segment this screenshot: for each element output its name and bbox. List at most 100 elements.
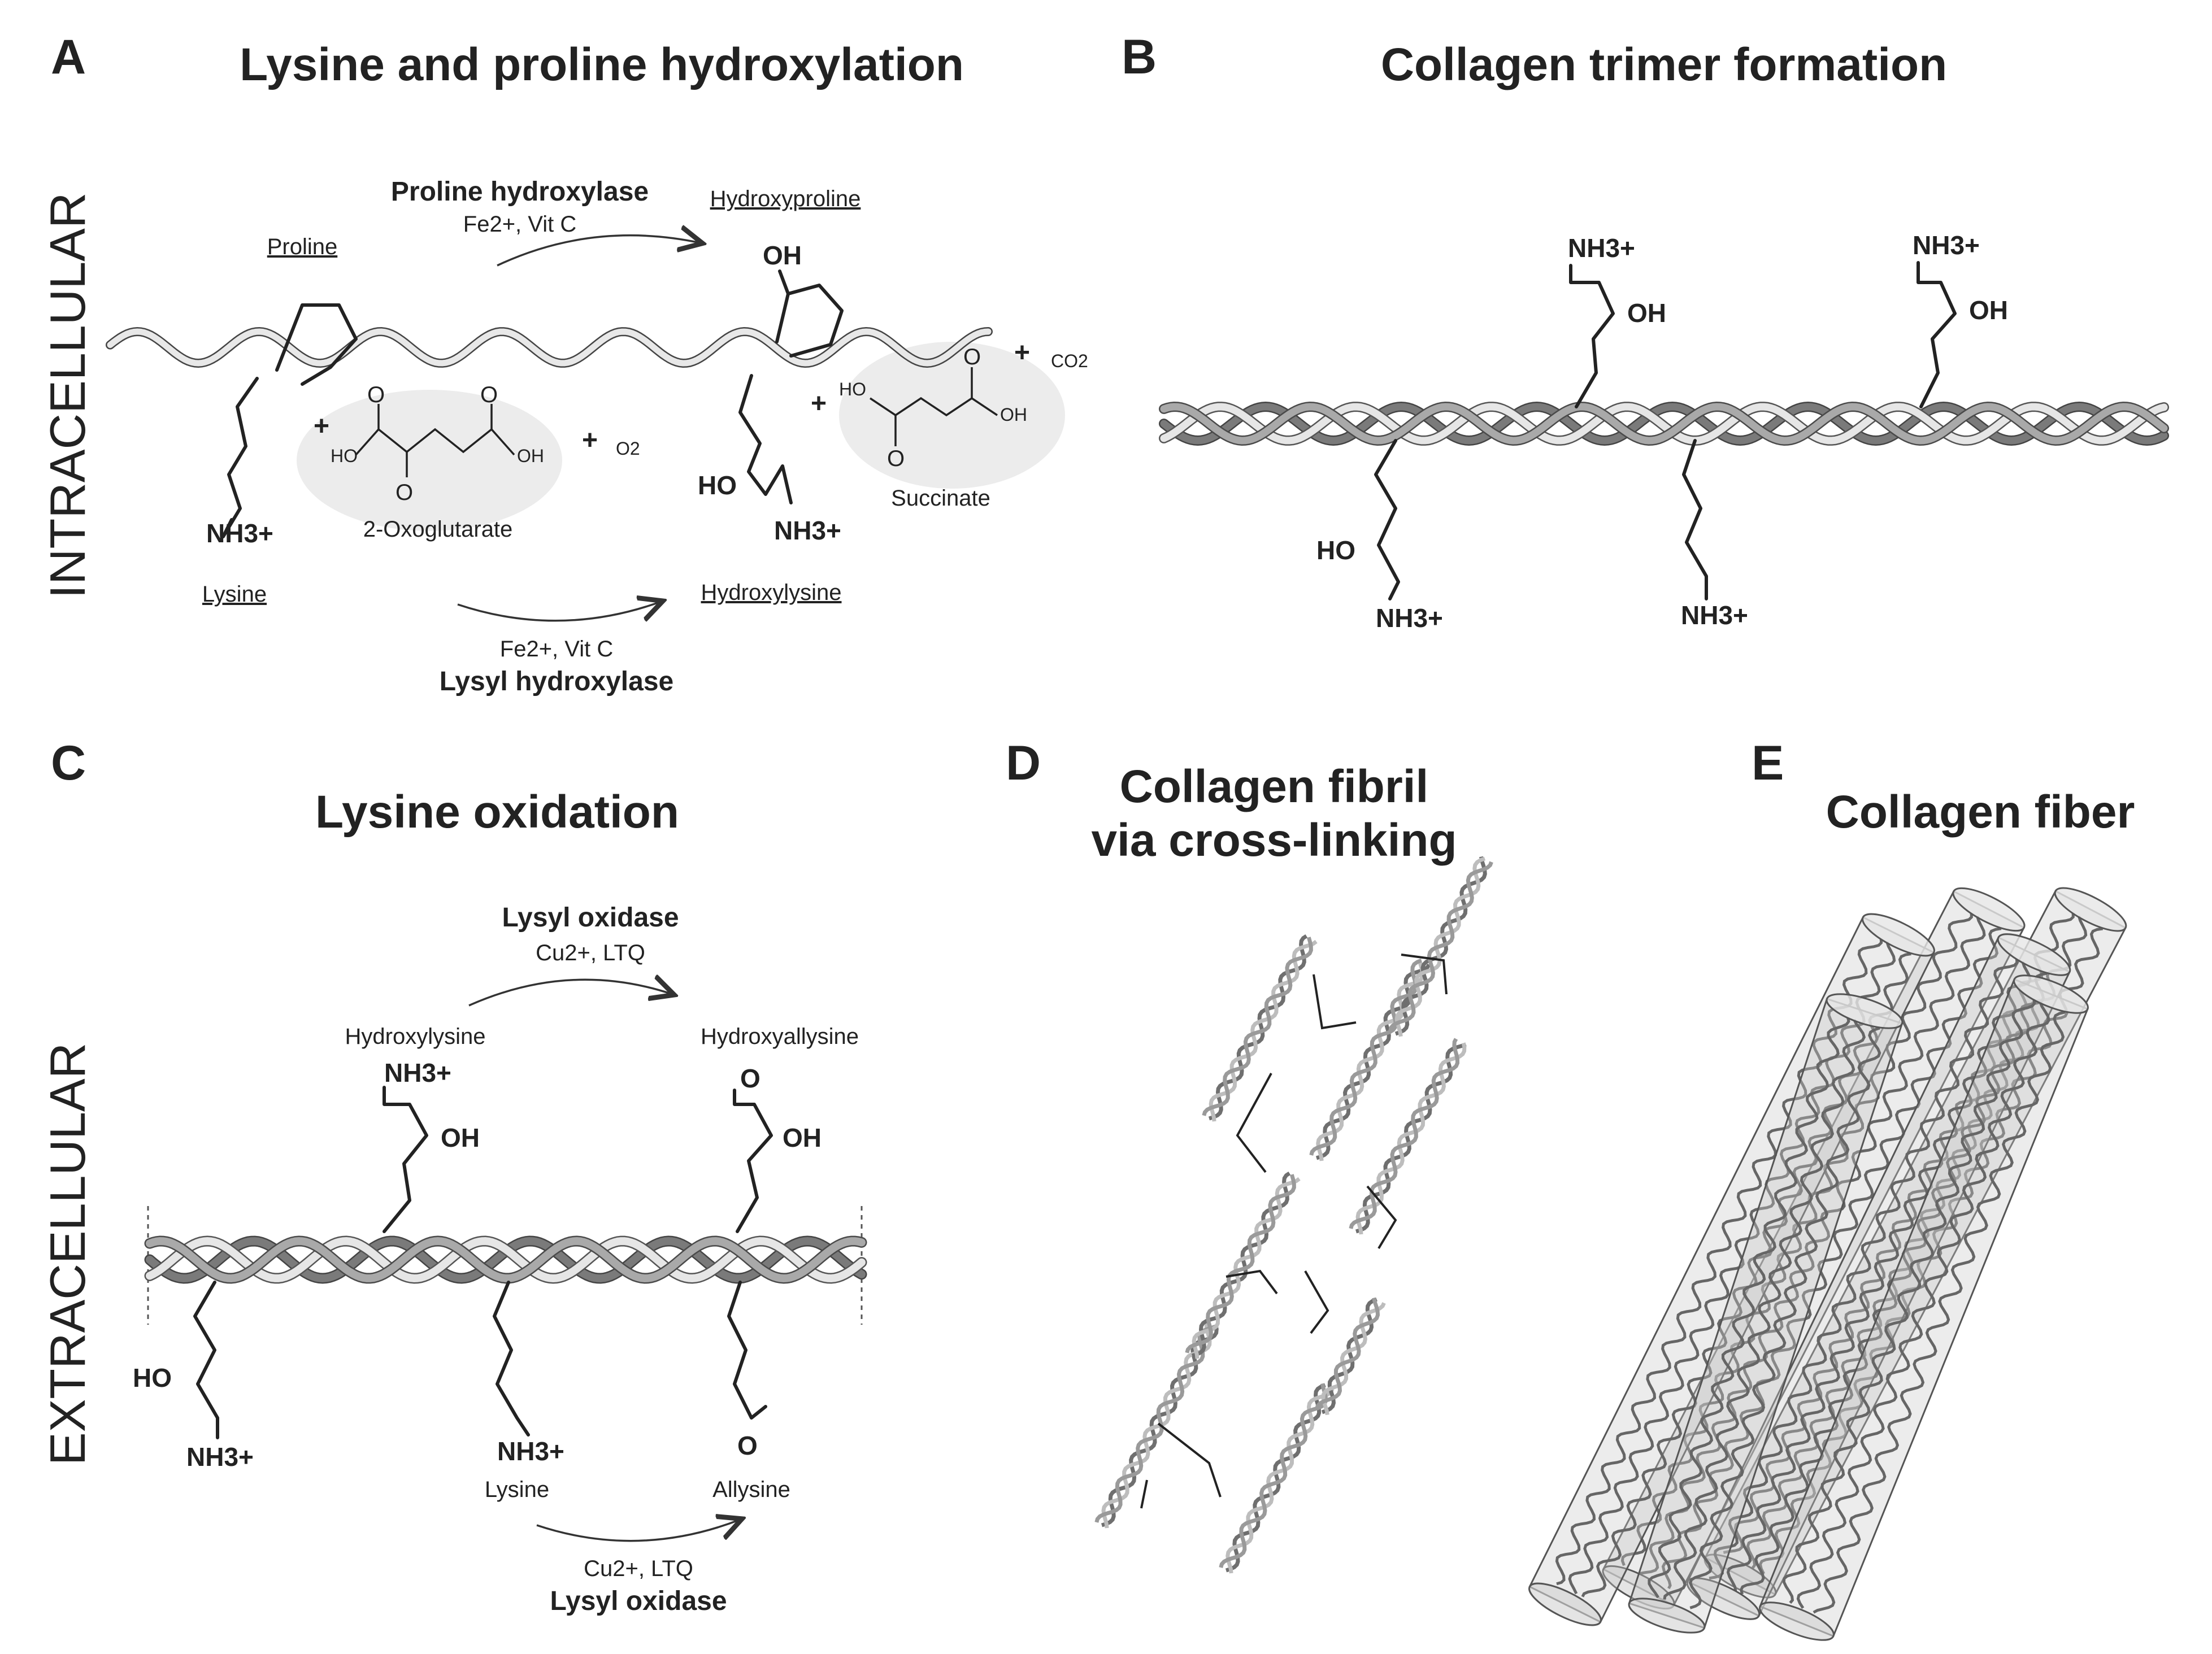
- hydroxyallysine-chain-up: [733, 1089, 773, 1233]
- panel-a-letter: A: [51, 30, 86, 84]
- panel-e-title: Collagen fiber: [1826, 786, 2135, 838]
- lysyl-oxidase-bottom-label: Lysyl oxidase: [550, 1586, 727, 1616]
- cylinder-top: [1997, 933, 2071, 976]
- lysine-c-label: Lysine: [485, 1477, 549, 1502]
- lysyl-oxidase-bottom-cofactors: Cu2+, LTQ: [584, 1556, 693, 1581]
- oxoglutarate-carbonyls: [377, 404, 493, 477]
- oxoglutarate-ho: HO: [331, 446, 358, 466]
- lysine-nh3: NH3+: [206, 519, 273, 548]
- c-nh3-2: NH3+: [186, 1442, 254, 1472]
- fibril-helix: [1388, 856, 1493, 1037]
- plus-4: +: [1014, 338, 1030, 368]
- cross-link: [1366, 1185, 1397, 1250]
- succinate-skeleton: [870, 397, 998, 417]
- hydroxyproline-oh: OH: [763, 241, 802, 270]
- fibril-strand: [1315, 1297, 1380, 1411]
- fibril-strand: [1321, 1302, 1386, 1416]
- cylinder-bottom: [1686, 1577, 1761, 1620]
- cross-link: [1140, 1479, 1148, 1509]
- cylinder-fibril: [1726, 961, 2032, 1591]
- cylinder-fibril: [1813, 1011, 2066, 1614]
- oxoglutarate-o1: O: [367, 382, 385, 407]
- succinate-ho: HO: [839, 379, 866, 399]
- panel-d-letter: D: [1006, 736, 1041, 790]
- fibril-strand: [1192, 1177, 1301, 1359]
- panel-e-letter: E: [1752, 736, 1784, 790]
- cylinder-top: [1862, 913, 1935, 957]
- fibril-strand: [1388, 861, 1493, 1031]
- fiber-cylinder: [1628, 993, 1904, 1634]
- oxidation-arrow-bottom: [536, 1520, 740, 1542]
- cylinder-fibril: [1555, 938, 1883, 1586]
- c-nh3-1: NH3+: [384, 1058, 451, 1087]
- b-nh3-2: NH3+: [1913, 230, 1980, 260]
- fibril-strand: [1185, 1174, 1296, 1353]
- lysyl-oxidase-top-label: Lysyl oxidase: [502, 903, 679, 933]
- proline-hydroxylase-label: Proline hydroxylase: [391, 177, 649, 207]
- fibril-helix: [1185, 1172, 1301, 1359]
- proline-label: Proline: [267, 234, 338, 259]
- proline-hydroxylation-arrow: [497, 236, 701, 267]
- cylinder-fibril: [1689, 1026, 1881, 1609]
- panel-c-title: Lysine oxidation: [315, 786, 679, 838]
- oxoglutarate-o3: O: [396, 480, 413, 505]
- side-chain-down-1: [1374, 439, 1400, 600]
- panel-a-title: Lysine and proline hydroxylation: [240, 39, 964, 90]
- collagen-triple-helix: [1159, 401, 2169, 446]
- b-oh-1: OH: [1627, 298, 1666, 328]
- hydroxylysine-side-chain: [738, 374, 793, 504]
- side-chain-up-2: [1917, 261, 1957, 408]
- collagen-fibril: [1094, 856, 1493, 1574]
- hydroxylysine-c-label: Hydroxylysine: [345, 1024, 486, 1049]
- strand-light: [146, 1237, 866, 1283]
- oxidation-arrow-top: [468, 980, 672, 1007]
- c-o-2: O: [737, 1431, 758, 1460]
- hydroxylysine-ho: HO: [698, 471, 737, 500]
- b-nh3-4: NH3+: [1681, 600, 1748, 630]
- oxoglutarate-background: [297, 390, 562, 531]
- fibril-strand: [1209, 939, 1318, 1122]
- fibril-strand: [1225, 1383, 1326, 1573]
- hydroxylysine-chain-down: [193, 1281, 219, 1439]
- cylinder-fibril: [1648, 1017, 1850, 1599]
- succinate-label: Succinate: [891, 486, 990, 511]
- panel-c-letter: C: [51, 736, 86, 790]
- succinate-oh: OH: [1000, 404, 1027, 425]
- panel-c: C Lysine oxidation EXTRACELLULAR Lysyl o…: [40, 736, 867, 1616]
- cylinder-fibril: [1709, 959, 2019, 1580]
- hydroxyproline-oh-bond: [778, 269, 790, 295]
- panel-e: E Collagen fiber: [1528, 736, 2135, 1641]
- collagen-triple-helix-extracellular: [144, 1235, 867, 1284]
- cylinder-fibril: [1746, 916, 2088, 1569]
- proline-ring: [275, 303, 358, 386]
- hydroxylysine-label: Hydroxylysine: [701, 580, 842, 605]
- c-nh3-3: NH3+: [497, 1437, 564, 1466]
- strand-dark: [1160, 403, 2168, 445]
- fiber-cylinder: [1528, 913, 1935, 1626]
- fibril-helix: [1202, 934, 1318, 1122]
- cylinder-top: [2013, 974, 2089, 1014]
- lysine-chain-down: [493, 1281, 530, 1437]
- cylinder-fibril: [1663, 1018, 1866, 1600]
- lysine-hydroxylation-arrow: [457, 602, 661, 621]
- succinate-background: [839, 342, 1065, 489]
- side-chain-down-2: [1682, 439, 1708, 600]
- fibril-strand: [1321, 1297, 1377, 1414]
- succinate-carbonyls: [894, 367, 973, 446]
- cylinder-top: [1952, 887, 2026, 932]
- allysine-label: Allysine: [712, 1477, 790, 1502]
- fibril-strand: [1394, 856, 1487, 1036]
- oxoglutarate-oh: OH: [517, 446, 544, 466]
- proline-hydroxylase-cofactors: Fe2+, Vit C: [463, 212, 576, 237]
- fibril-helix: [1219, 1383, 1335, 1574]
- plus-1: +: [314, 411, 329, 441]
- lysine-side-chain: [221, 377, 259, 538]
- lysyl-oxidase-top-cofactors: Cu2+, LTQ: [536, 941, 645, 965]
- cylinder-top: [2054, 887, 2127, 932]
- plus-3: +: [811, 389, 827, 419]
- fibril-strand: [1225, 1388, 1335, 1574]
- co2-label: CO2: [1051, 351, 1088, 371]
- c-oh-2: OH: [783, 1123, 822, 1152]
- cylinder-fibril: [1661, 927, 2002, 1590]
- extracellular-label: EXTRACELLULAR: [40, 1043, 95, 1465]
